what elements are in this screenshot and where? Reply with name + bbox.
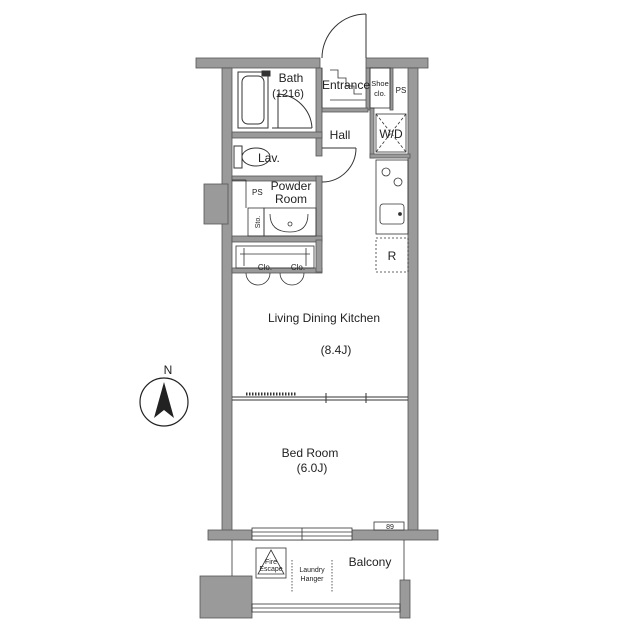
washer-dryer-area [375,113,407,153]
refrigerator-space [375,237,409,273]
shoe-closet-label-2: clo. [374,89,386,98]
hall-label: Hall [330,128,351,142]
fire-escape-hatch[interactable] [255,547,287,579]
bath-size-label: (1216) [272,88,304,100]
kitchen-counter [375,159,409,273]
ac-unit-box [373,521,405,531]
balcony-label: Balcony [349,555,392,569]
ps-top-label: PS [396,86,407,95]
powder-room-label-2: Room [275,192,307,206]
compass-north-label: N [164,363,173,377]
laundry-hanger-label-2: Hanger [301,576,325,583]
bedroom-label: Bed Room [282,446,339,460]
fire-escape-label-2: Escape [259,566,282,573]
bedroom-size-label: (6.0J) [297,461,328,475]
entrance-door[interactable] [321,13,367,59]
ldk-label: Living Dining Kitchen [268,311,380,325]
bath-door-swing [277,93,313,129]
hall-door[interactable] [321,147,357,183]
walls [195,57,439,619]
bath-label: Bath [279,71,304,85]
entrance-label: Entrance [322,78,370,92]
stove-burner-icon [393,177,403,187]
entrance-floor [321,68,366,108]
fire-escape-label-1: Fire [265,559,277,566]
balcony-window[interactable] [251,527,353,541]
closet-label-1: Clo. [258,263,272,272]
refrigerator-label: R [388,249,397,263]
sink-icon [379,203,405,225]
wd-label: W/D [379,127,403,141]
powder-room-label-1: Powder [271,179,312,193]
ps-left-label: PS [252,188,263,197]
bathroom [237,70,313,129]
shoe-closet-label-1: Shoe [371,79,389,88]
bathtub [237,71,269,129]
storage-label: Sto. [255,216,262,229]
storage-cabinet [247,207,265,237]
closets [235,245,315,269]
closet-label-2: Clo. [291,263,305,272]
washbasin [247,207,317,237]
toilet [233,145,271,169]
ac-unit-label: 89 [386,524,394,531]
ldk-size-label: (8.4J) [321,343,352,357]
shoe-closet [369,67,391,109]
laundry-hanger-label-1: Laundry [299,567,325,574]
stove-burner-icon [381,167,391,177]
lav-label: Lav. [258,151,280,165]
balcony [231,540,405,613]
closet-door-swings[interactable] [245,272,305,286]
sliding-partition[interactable] [232,392,408,403]
bathtub-inner [241,75,265,125]
faucet-icon [261,70,271,77]
north-compass-icon [139,377,189,427]
